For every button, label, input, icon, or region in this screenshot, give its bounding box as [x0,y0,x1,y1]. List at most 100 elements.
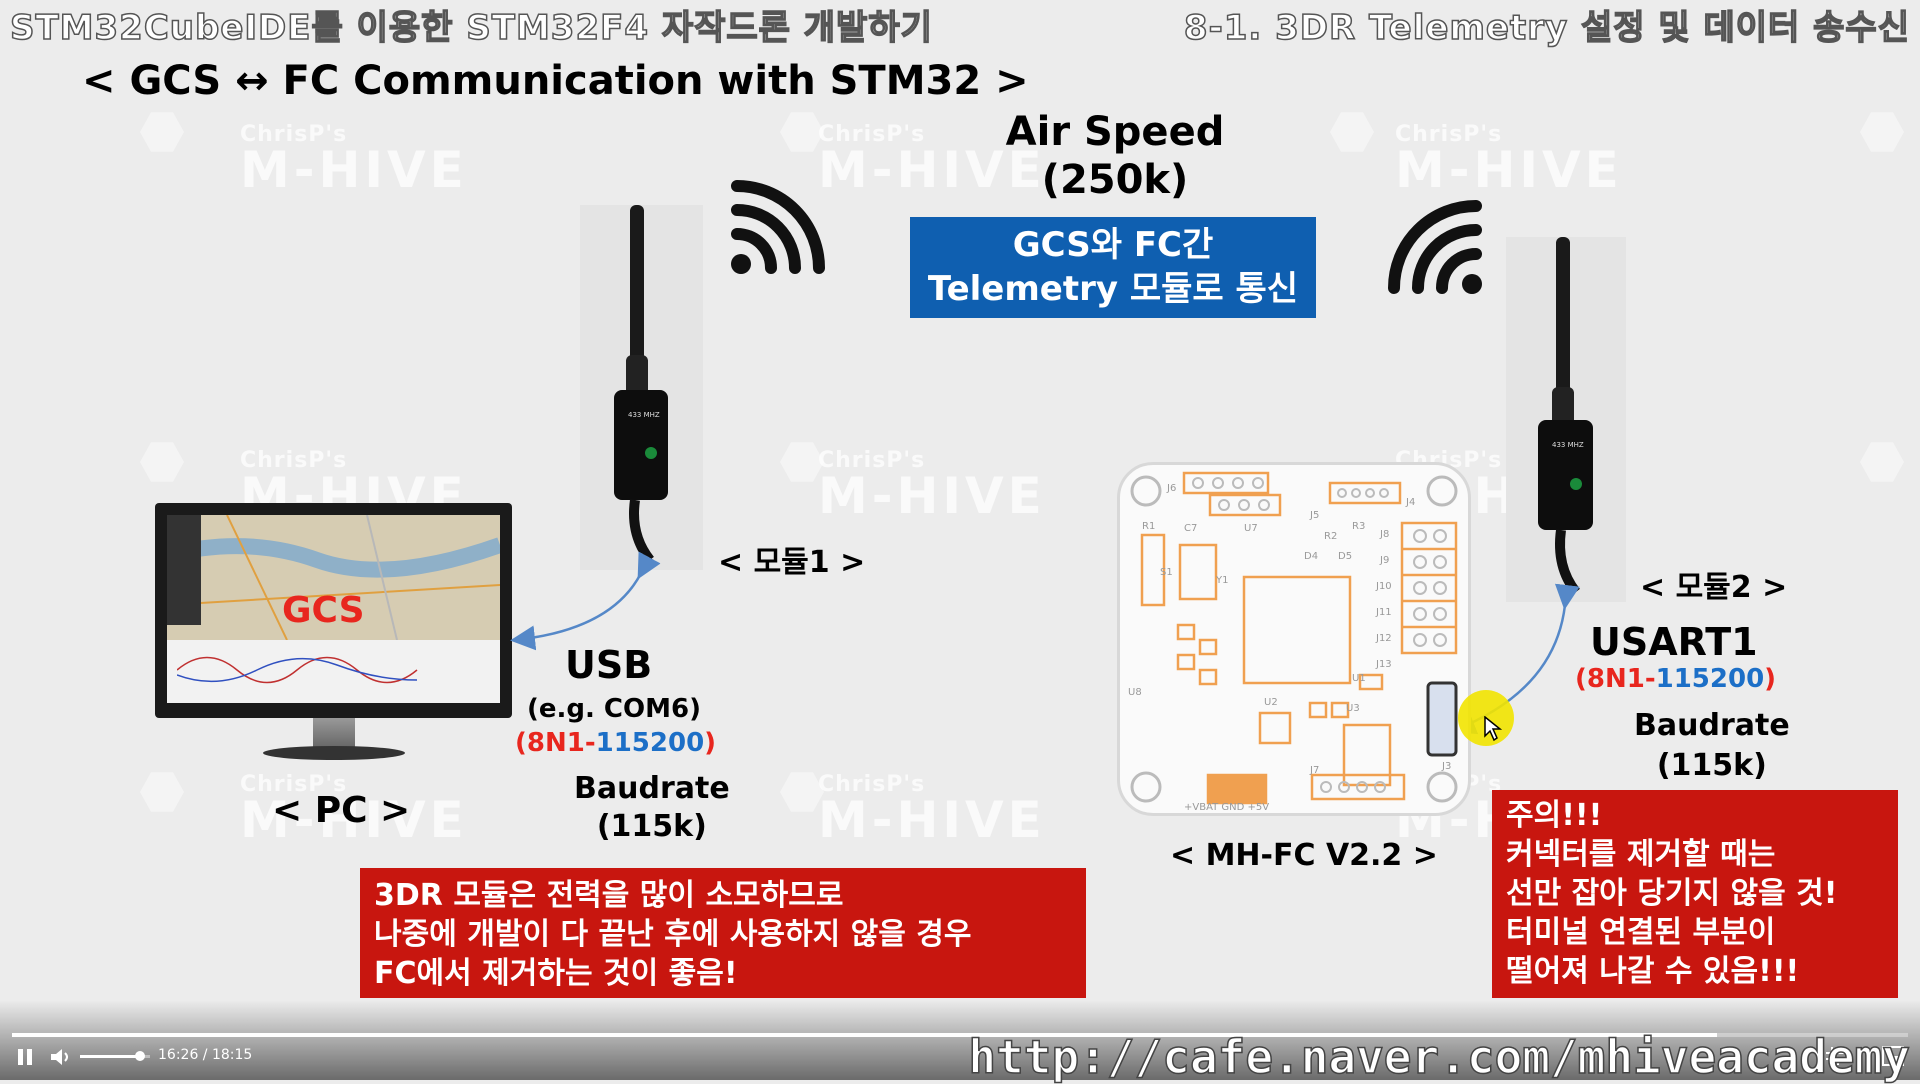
watermark: ChrisP's M-HIVE [240,122,468,199]
telemetry-info-line1: GCS와 FC간 [1012,225,1214,265]
usart-frame-format: 8N1- [1586,664,1656,694]
wifi-signal-icon [1388,200,1482,294]
pcb-label-j13: J13 [1376,659,1392,670]
pcb-label-j6: J6 [1167,483,1177,494]
watermark: ChrisP's M-HIVE [240,772,468,849]
usb-baudrate-value: (115k) [596,809,707,844]
exit-fullscreen-icon[interactable] [1825,1046,1845,1066]
pc-label: < PC > [272,790,411,831]
usart-baudrate-value: (115k) [1656,748,1767,783]
air-speed-label: Air Speed (250k) [1000,108,1230,204]
air-speed-value: (250k) [1041,157,1189,203]
pcb-label-j10: J10 [1376,581,1392,592]
usb-serial-config: (8N1-115200) [515,728,716,758]
usb-paren-open: ( [515,728,527,758]
fc-board: J6 J5 J4 J8 J9 J10 J11 J12 J13 J7 J3 U7 … [1117,462,1471,816]
pcb-label-j7: J7 [1310,765,1320,776]
pcb-label-r1: R1 [1142,521,1156,532]
player-overlay [0,1000,1920,1080]
hex-decoration [1860,442,1904,482]
pcb-label-j12: J12 [1376,633,1392,644]
time-display: 16:26 / 18:15 [158,1047,253,1063]
power-warning-line1: 3DR 모듈은 전력을 많이 소모하므로 [374,878,844,913]
telemetry-info-box: GCS와 FC간 Telemetry 모듈로 통신 [910,217,1316,318]
volume-icon[interactable] [50,1047,72,1067]
power-warning-box: 3DR 모듈은 전력을 많이 소모하므로 나중에 개발이 다 끝난 후에 사용하… [360,868,1086,998]
watermark-big: M-HIVE [240,791,468,849]
pcb-label-j11: J11 [1376,607,1392,618]
pcb-label-j4: J4 [1406,497,1416,508]
pcb-label-u8: U8 [1128,687,1142,698]
pcb-power-labels: +VBAT GND +5V [1184,802,1270,813]
seek-bar-progress [12,1033,1717,1037]
watermark-small: ChrisP's [818,448,926,473]
pcb-label-u1: U1 [1352,673,1366,684]
module2-chip-text: 433 MHZ [1552,441,1584,449]
section-title: 8-1. 3DR Telemetry 설정 및 데이터 송수신 [1183,7,1910,49]
seek-bar[interactable] [12,1033,1908,1037]
usart-baudrate-title: Baudrate [1634,708,1790,743]
power-warning-line2: 나중에 개발이 다 끝난 후에 사용하지 않을 경우 [374,917,972,952]
hex-decoration [140,112,184,152]
power-warning-line3: FC에서 제거하는 것이 좋음! [374,956,738,991]
pcb-label-y1: Y1 [1216,575,1229,586]
module2-label: < 모듈2 > [1640,570,1788,605]
watermark-big: M-HIVE [818,791,1046,849]
pcb-label-s1: S1 [1160,567,1173,578]
usb-baudrate-title: Baudrate [574,771,730,806]
air-speed-title: Air Speed [1005,109,1225,155]
pcb-label-j5: J5 [1310,510,1320,521]
watermark-big: M-HIVE [240,141,468,199]
pcb-label-u3: U3 [1346,703,1360,714]
pcb-label-r3: R3 [1352,521,1366,532]
pause-icon[interactable] [16,1048,34,1066]
pcb-label-d4: D4 [1304,551,1319,562]
pcb-label-j8: J8 [1380,529,1390,540]
mouse-cursor-icon [1484,716,1502,742]
usart-serial-config: (8N1-115200) [1575,664,1776,694]
usb-port-example: (e.g. COM6) [527,694,701,724]
pcb-label-c7: C7 [1184,523,1198,534]
usb-baud-number: 115200 [595,728,705,758]
watermark-small: ChrisP's [818,122,926,147]
module1-chip-text: 433 MHZ [628,411,660,419]
watermark: ChrisP's M-HIVE [1395,122,1623,195]
usart-baud-number: 115200 [1655,664,1765,694]
usart-paren-open: ( [1575,664,1587,694]
caution-line2: 커넥터를 제거할 때는 [1506,837,1776,872]
connector-caution-box: 주의!!! 커넥터를 제거할 때는 선만 잡아 당기지 않을 것! 터미널 연결… [1492,790,1898,998]
watermark-small: ChrisP's [240,772,348,797]
caution-line3: 선만 잡아 당기지 않을 것! [1506,876,1838,911]
watermark: ChrisP's M-HIVE [818,122,1046,195]
usb-paren-close: ) [704,728,717,758]
module1-photo: 433 MHZ [580,205,703,570]
footer-url: http://cafe.naver.com/mhiveacademy [968,1029,1911,1084]
gcs-screen-label: GCS [282,590,365,631]
pcb-label-r2: R2 [1324,531,1338,542]
lecture-title: STM32CubeIDE를 이용한 STM32F4 자작드론 개발하기 [9,7,933,49]
hex-decoration [1330,112,1374,152]
wifi-signal-icon [731,180,825,274]
module2-photo: 433 MHZ [1506,237,1626,602]
volume-slider-thumb[interactable] [134,1051,145,1061]
slide-subtitle: < GCS ↔ FC Communication with STM32 > [82,58,1029,104]
watermark-small: ChrisP's [240,448,348,473]
watermark-small: ChrisP's [240,122,348,147]
caution-line5: 떨어져 나갈 수 있음!!! [1506,954,1800,989]
usb-baudrate: Baudrate (115k) [574,770,730,846]
hex-decoration [1860,112,1904,152]
usb-frame-format: 8N1- [526,728,596,758]
module1-label: < 모듈1 > [718,545,866,580]
pcb-label-u7: U7 [1244,523,1258,534]
pcb-label-d5: D5 [1338,551,1353,562]
gcs-screen: GCS [167,515,500,703]
watermark-small: ChrisP's [1395,122,1503,147]
picture-in-picture-icon[interactable] [1882,1046,1904,1066]
watermark-small: ChrisP's [818,772,926,797]
pcb-label-u2: U2 [1264,697,1278,708]
usart-title: USART1 [1590,620,1758,664]
volume-slider[interactable] [80,1051,150,1061]
watermark-big: M-HIVE [818,467,1046,525]
telemetry-info-line2: Telemetry 모듈로 통신 [927,269,1299,309]
usart-baudrate: Baudrate (115k) [1634,706,1790,786]
